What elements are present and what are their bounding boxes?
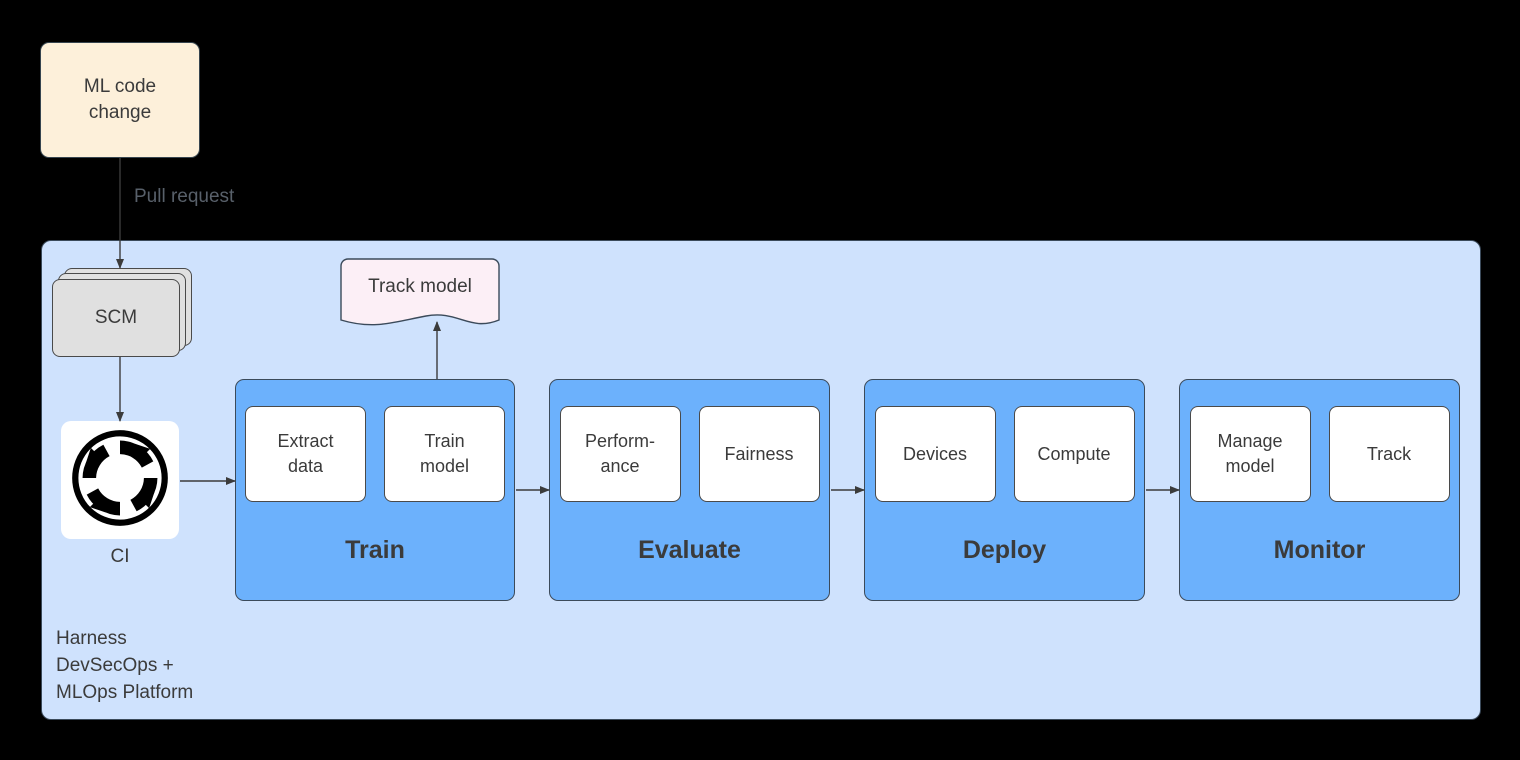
stage-card-devices[interactable]: Devices [874,406,996,502]
node-ml-code-change-label: ML code change [83,76,157,123]
stage-card-fairness-label: Fairness [724,443,794,464]
stage-card-performance[interactable]: Perform- ance [559,406,681,502]
stage-card-train-model-label: Train model [419,431,470,476]
stage-card-compute-label: Compute [1037,443,1111,464]
stage-deploy-cards: Devices Compute [865,380,1144,528]
stage-card-track-label: Track [1366,443,1412,464]
stage-monitor[interactable]: Manage model Track Monitor [1179,379,1460,601]
circular-arrows-icon [68,426,172,535]
scm-sheet-front: SCM [52,279,180,357]
node-track-model-note-label: Track model [368,276,472,297]
stage-card-compute[interactable]: Compute [1013,406,1135,502]
node-track-model-note[interactable]: Track model [340,258,500,332]
edge-label-pull-request: Pull request [134,186,235,207]
stage-train[interactable]: Extract data Train model Train [235,379,515,601]
stage-card-performance-label: Perform- ance [584,431,655,476]
stage-evaluate-title: Evaluate [638,536,741,564]
stage-card-track[interactable]: Track [1328,406,1450,502]
stage-card-manage-model-label: Manage model [1217,431,1283,476]
stage-card-manage-model[interactable]: Manage model [1189,406,1311,502]
stage-card-extract-data-label: Extract data [277,431,334,476]
node-ci[interactable] [61,421,179,539]
node-ml-code-change[interactable]: ML code change [40,42,200,158]
stage-card-extract-data[interactable]: Extract data [245,406,366,502]
platform-caption: Harness DevSecOps + MLOps Platform [56,628,194,703]
stage-monitor-cards: Manage model Track [1180,380,1459,528]
node-scm[interactable]: SCM [52,268,192,357]
node-ci-caption: CI [110,546,130,567]
stage-card-devices-label: Devices [902,443,968,464]
stage-evaluate-cards: Perform- ance Fairness [550,380,829,528]
stage-evaluate[interactable]: Perform- ance Fairness Evaluate [549,379,830,601]
stage-deploy[interactable]: Devices Compute Deploy [864,379,1145,601]
stage-card-fairness[interactable]: Fairness [698,406,820,502]
stage-train-title: Train [345,536,405,564]
stage-monitor-title: Monitor [1273,536,1366,564]
stage-deploy-title: Deploy [962,536,1047,564]
stage-train-cards: Extract data Train model [236,380,514,528]
node-scm-label: SCM [94,307,138,328]
stage-card-train-model[interactable]: Train model [384,406,505,502]
